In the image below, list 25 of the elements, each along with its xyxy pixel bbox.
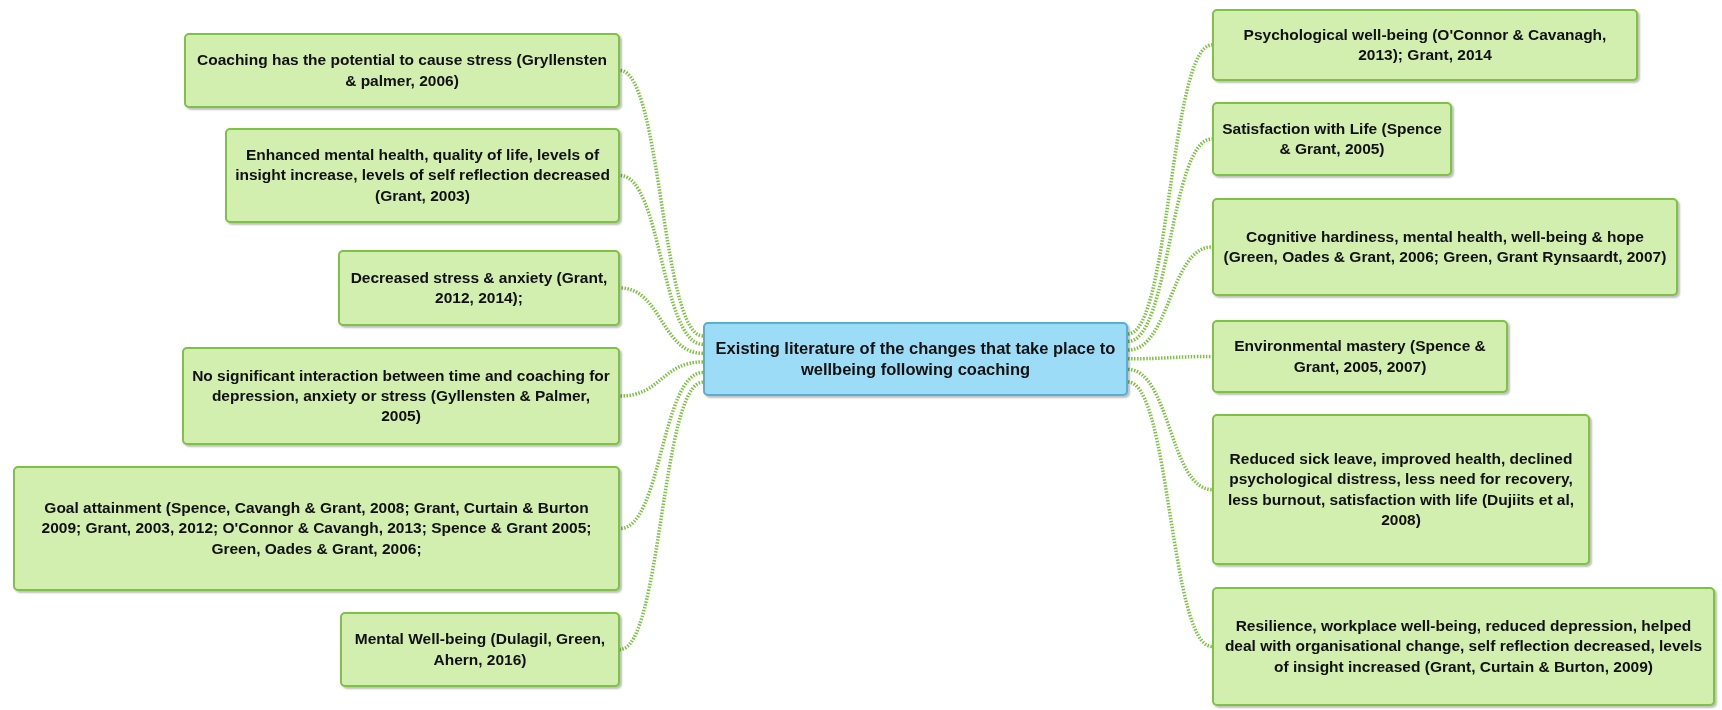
dotted-connector (619, 360, 704, 398)
dotted-connector (1127, 380, 1213, 649)
topic-box: Reduced sick leave, improved health, declined psychological distress, less need for recovery, less burnout, satisfaction with life (Dujiits et al, 2008) (1212, 414, 1590, 565)
dotted-connector (1128, 354, 1212, 361)
topic-box: Decreased stress & anxiety (Grant, 2012, 2014); (338, 250, 620, 326)
topic-box: Satisfaction with Life (Spence & Grant, 2005) (1212, 102, 1452, 176)
topic-box: Enhanced mental health, quality of life, levels of insight increase, levels of self reflection decreased (Grant, 2003) (225, 128, 620, 223)
topic-box: Goal attainment (Spence, Cavangh & Grant, 2008; Grant, Curtain & Burton 2009; Grant, 2003, 2012; O'Connor & Cavangh, 2013; Spence & Grant 2005; Green, Oades & Grant, 2006; (13, 466, 620, 591)
dotted-connector (619, 68, 704, 338)
topic-box: Environmental mastery (Spence & Grant, 2005, 2007) (1212, 320, 1508, 393)
dotted-connector (619, 370, 704, 531)
dotted-connector (1127, 43, 1213, 336)
topic-box: Mental Well-being (Dulagil, Green, Ahern, 2016) (340, 612, 620, 687)
topic-box: Resilience, workplace well-being, reduced depression, helped deal with organisational change, self reflection decreased, levels of insight increased (Grant, Curtain & Burton, 2009) (1212, 587, 1715, 706)
dotted-connector (619, 380, 704, 652)
dotted-connector (1127, 367, 1213, 492)
dotted-connector (1127, 137, 1213, 343)
topic-box: Cognitive hardiness, mental health, well-being & hope (Green, Oades & Grant, 2006; Green, Grant Rynsaardt, 2007) (1212, 198, 1678, 296)
topic-box: No significant interaction between time and coaching for depression, anxiety or stress (Gyllensten & Palmer, 2005) (182, 347, 620, 445)
dotted-connector (619, 173, 704, 346)
topic-box: Coaching has the potential to cause stress (Gryllensten & palmer, 2006) (184, 33, 620, 108)
dotted-connector (1127, 245, 1213, 352)
topic-box: Psychological well-being (O'Connor & Cavanagh, 2013); Grant, 2014 (1212, 9, 1638, 81)
dotted-connector (619, 286, 704, 356)
central-topic-box: Existing literature of the changes that take place to wellbeing following coaching (703, 322, 1128, 396)
